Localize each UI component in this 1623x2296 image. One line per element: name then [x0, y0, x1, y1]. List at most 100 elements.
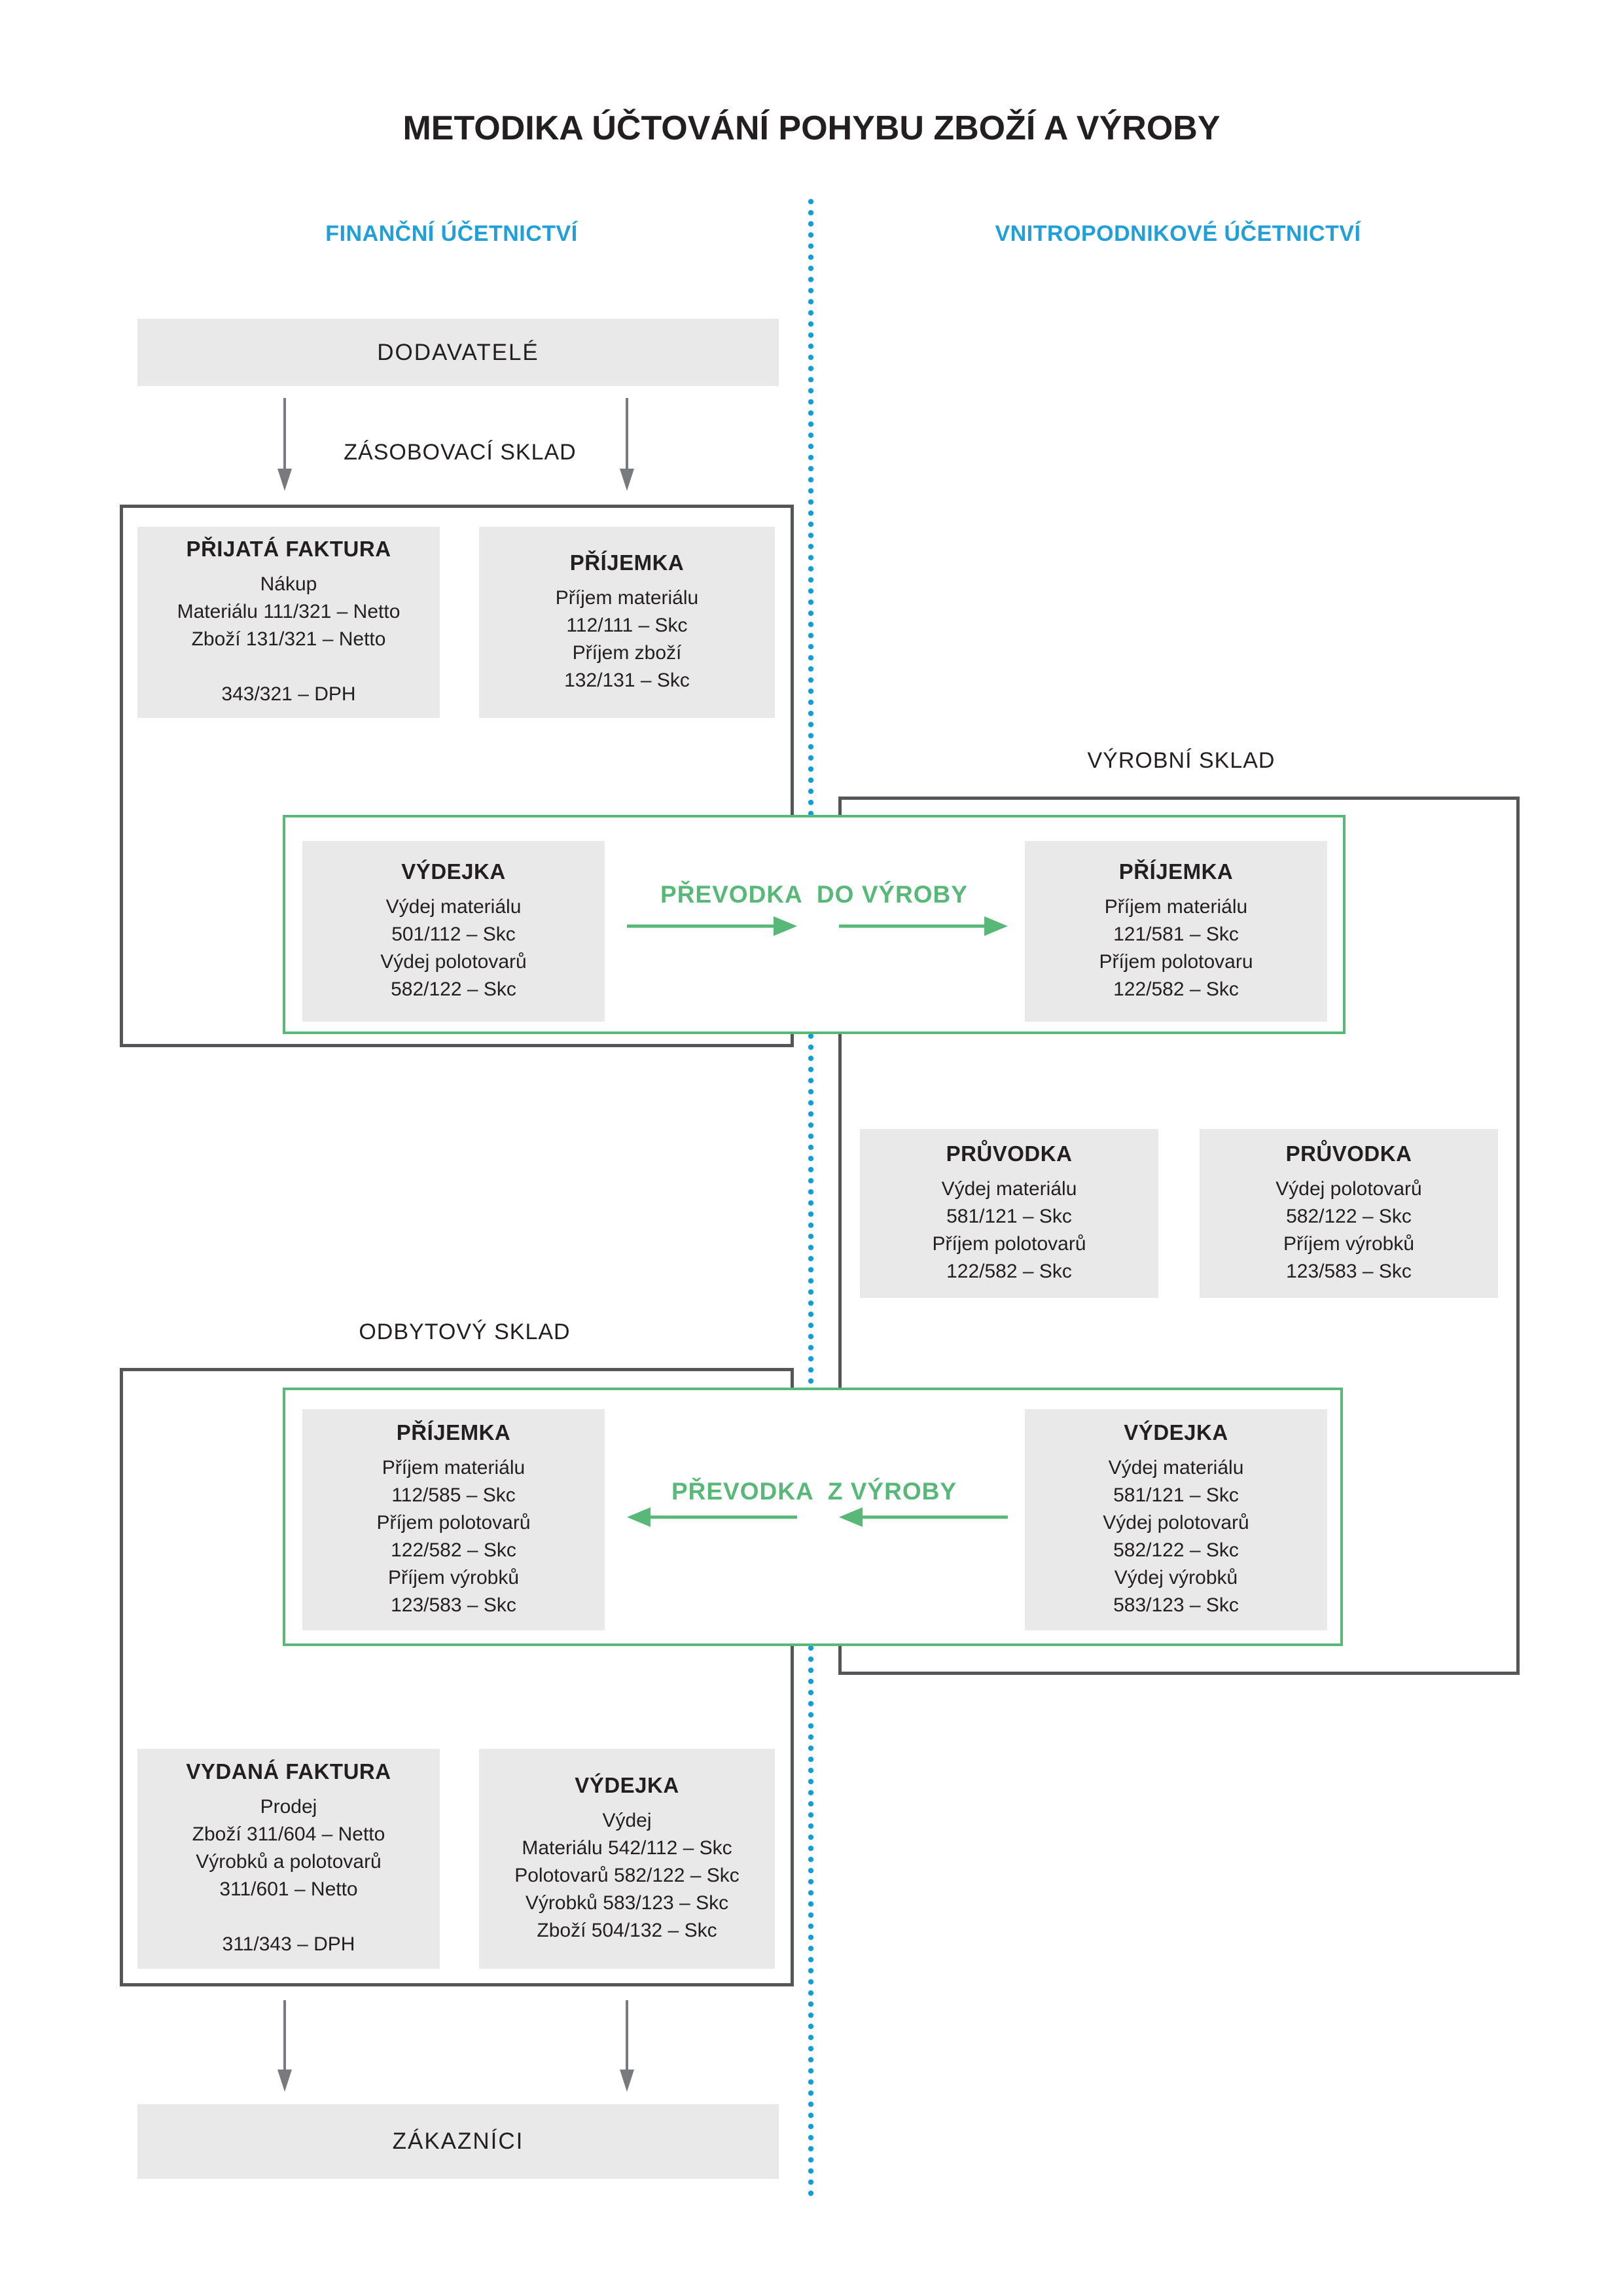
arrow-right-to-production-1 [627, 916, 797, 936]
box-line: Výdej [602, 1810, 652, 1831]
box-line: 581/121 – Skc [1113, 1484, 1239, 1506]
arrow-head [620, 469, 634, 491]
arrow-down-suppliers-left [277, 398, 292, 491]
box-line: Prodej [260, 1796, 317, 1818]
page-title: METODIKA ÚČTOVÁNÍ POHYBU ZBOŽÍ A VÝROBY [402, 109, 1221, 147]
arrow-stem [839, 924, 987, 928]
arrow-head [277, 469, 292, 491]
box-line: Příjem zboží [572, 642, 682, 664]
arrow-left-from-production-2 [839, 1507, 1008, 1527]
box-line: 343/321 – DPH [221, 683, 356, 705]
box-line: 581/121 – Skc [946, 1206, 1072, 1227]
box-line: Příjem polotovarů [932, 1233, 1086, 1255]
box-line: 112/585 – Skc [391, 1484, 516, 1506]
box-line: Zboží 504/132 – Skc [537, 1920, 717, 1941]
arrow-head [627, 1507, 651, 1527]
production-warehouse-label: VÝROBNÍ SKLAD [1087, 748, 1275, 773]
arrow-stem [626, 398, 628, 469]
arrow-head [839, 1507, 863, 1527]
arrow-head [620, 2070, 634, 2092]
customers-box: ZÁKAZNÍCI [137, 2104, 779, 2179]
box-line: Výdej polotovarů [380, 951, 527, 973]
box-line: 582/122 – Skc [1113, 1539, 1239, 1561]
column-header-financial: FINANČNÍ ÚČETNICTVÍ [325, 221, 578, 246]
box-line: 122/582 – Skc [946, 1261, 1072, 1282]
box-title: PRŮVODKA [1285, 1141, 1412, 1166]
arrow-right-to-production-2 [839, 916, 1008, 936]
box-line: 311/601 – Netto [219, 1878, 358, 1900]
arrow-stem [627, 924, 776, 928]
arrow-left-from-production-1 [627, 1507, 797, 1527]
box-line: Výrobků a polotovarů [196, 1851, 382, 1873]
arrow-stem [860, 1515, 1008, 1519]
box-line: Příjem výrobků [387, 1567, 520, 1588]
box-title: VÝDEJKA [575, 1773, 679, 1797]
arrow-head [984, 916, 1008, 936]
customers-label: ZÁKAZNÍCI [392, 2128, 524, 2154]
box-line: 122/582 – Skc [1113, 978, 1239, 1000]
box-line: 123/583 – Skc [1286, 1261, 1412, 1282]
box-title: PŘÍJEMKA [1118, 859, 1234, 884]
box-line: Výdej výrobků [1114, 1567, 1238, 1588]
box-line: 121/581 – Skc [1113, 924, 1239, 945]
arrow-head [277, 2070, 292, 2092]
suppliers-label: DODAVATELÉ [377, 339, 539, 365]
box-line: Příjem materiálu [1104, 896, 1248, 918]
box-line: Materiálu 542/112 – Skc [522, 1837, 732, 1859]
box-line: Výdej polotovarů [1275, 1178, 1422, 1200]
arrow-down-customers-right [620, 2000, 634, 2092]
box-title: PŘÍJEMKA [569, 550, 685, 575]
box-line: Příjem materiálu [555, 587, 699, 609]
sales-warehouse-label: ODBYTOVÝ SKLAD [359, 1319, 571, 1344]
box-line: Zboží 131/321 – Netto [191, 628, 386, 650]
box-line: Polotovarů 582/122 – Skc [514, 1865, 740, 1886]
arrow-stem [283, 2000, 286, 2070]
box-line: 132/131 – Skc [564, 670, 690, 691]
arrow-stem [626, 2000, 628, 2070]
arrow-stem [648, 1515, 797, 1519]
box-line: 311/343 – DPH [222, 1933, 355, 1955]
transfer-to-production-label: PŘEVODKA DO VÝROBY [660, 881, 968, 908]
transfer-from-production-label: PŘEVODKA Z VÝROBY [671, 1478, 957, 1505]
box-line: Materiálu 111/321 – Netto [177, 601, 401, 622]
box-line: 123/583 – Skc [391, 1594, 516, 1616]
column-header-internal: VNITROPODNIKOVÉ ÚČETNICTVÍ [995, 221, 1361, 246]
box-line: Výdej materiálu [941, 1178, 1077, 1200]
box-line: 583/123 – Skc [1113, 1594, 1239, 1616]
box-title: VÝDEJKA [401, 859, 506, 884]
box-line: Výrobků 583/123 – Skc [525, 1892, 729, 1914]
box-line: 582/122 – Skc [391, 978, 516, 1000]
box-line: 122/582 – Skc [391, 1539, 516, 1561]
box-title: VYDANÁ FAKTURA [186, 1759, 391, 1784]
box-line: Příjem výrobků [1283, 1233, 1415, 1255]
supply-warehouse-label: ZÁSOBOVACÍ SKLAD [344, 440, 577, 465]
box-title: PŘÍJEMKA [396, 1420, 511, 1444]
arrow-down-customers-left [277, 2000, 292, 2092]
arrow-down-suppliers-right [620, 398, 634, 491]
box-line: Příjem polotovaru [1099, 951, 1253, 973]
box-line: 112/111 – Skc [566, 615, 688, 636]
arrow-stem [283, 398, 286, 469]
box-line: 501/112 – Skc [391, 924, 516, 945]
box-line: Zboží 311/604 – Netto [192, 1823, 385, 1845]
box-line: Výdej polotovarů [1103, 1512, 1249, 1534]
box-title: VÝDEJKA [1124, 1420, 1228, 1444]
